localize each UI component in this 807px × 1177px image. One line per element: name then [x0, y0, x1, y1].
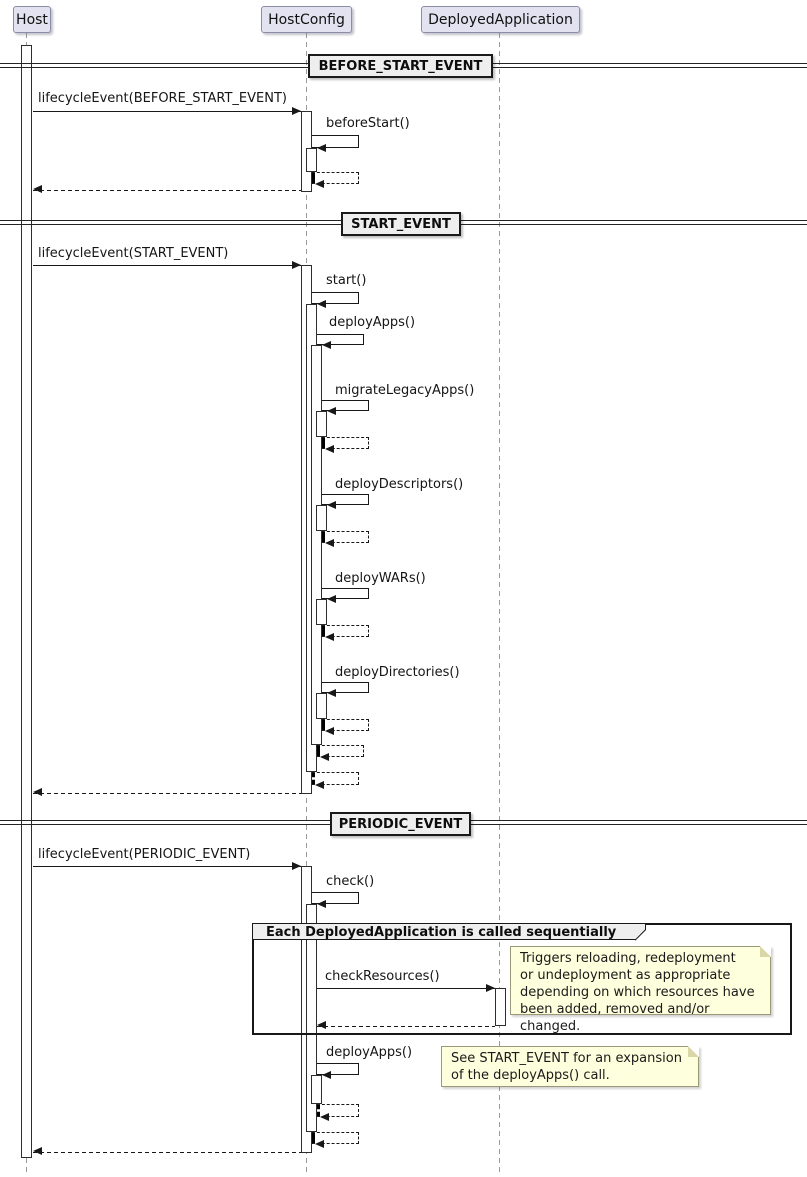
message-label-start: start()	[326, 273, 367, 288]
arrowhead-icon	[327, 407, 336, 415]
message-label-deploywars: deployWARs()	[335, 571, 426, 586]
message-label-beforestart: beforeStart()	[326, 116, 410, 131]
return-arrow	[33, 788, 301, 796]
arrowhead-icon	[325, 727, 334, 735]
self-return-arrow	[312, 1132, 359, 1148]
self-return-arrow	[317, 745, 364, 761]
return-arrow	[33, 185, 301, 193]
message-label-checkresources: checkResources()	[325, 969, 440, 984]
arrowhead-icon	[322, 1071, 331, 1079]
self-call-arrow	[312, 292, 359, 308]
activation-bar	[316, 505, 327, 531]
arrowhead-icon	[317, 300, 326, 308]
self-call-arrow	[322, 494, 369, 509]
message-arrow	[317, 984, 495, 992]
self-return-arrow	[312, 772, 359, 789]
self-call-arrow	[322, 400, 369, 415]
self-call-arrow	[322, 588, 369, 603]
arrowhead-icon	[317, 900, 326, 908]
arrowhead-icon	[315, 781, 324, 789]
participant-deployedapplication: DeployedApplication	[421, 6, 580, 33]
self-call-arrow	[312, 892, 359, 908]
return-arrow	[317, 1021, 495, 1029]
message-arrow	[33, 107, 301, 115]
note-checkresources: Triggers reloading, redeployment or unde…	[510, 946, 771, 1034]
activation-bar	[306, 148, 317, 172]
arrowhead-icon	[325, 539, 334, 547]
self-call-arrow	[317, 334, 364, 349]
return-arrow	[33, 1147, 301, 1155]
participant-host-label: Host	[16, 11, 48, 28]
arrowhead-icon	[486, 984, 495, 992]
self-return-arrow	[312, 172, 359, 188]
activation-bar	[316, 599, 327, 625]
message-label-deployapps-periodic: deployApps()	[326, 1045, 413, 1060]
lifeline-deployedapplication	[499, 33, 500, 1172]
activation-bar-deployedapplication	[495, 988, 506, 1026]
self-return-arrow	[322, 531, 369, 547]
arrowhead-icon	[327, 689, 336, 697]
note-deployapps: See START_EVENT for an expansion of the …	[441, 1046, 699, 1087]
self-return-arrow	[317, 1104, 359, 1121]
activation-bar	[316, 411, 327, 437]
self-call-arrow	[317, 1063, 359, 1079]
lifeline-host	[26, 33, 27, 46]
arrowhead-icon	[327, 501, 336, 509]
participant-hostconfig-label: HostConfig	[268, 11, 345, 28]
arrowhead-icon	[292, 261, 301, 269]
activation-bar-host	[21, 45, 32, 1158]
arrowhead-icon	[33, 1147, 42, 1155]
message-label-deploydirectories: deployDirectories()	[335, 665, 460, 680]
arrowhead-icon	[315, 180, 324, 188]
divider-start-event: START_EVENT	[341, 212, 461, 236]
arrowhead-icon	[317, 144, 326, 152]
arrowhead-icon	[325, 445, 334, 453]
participant-hostconfig: HostConfig	[261, 6, 352, 33]
activation-bar	[306, 904, 317, 1132]
activation-bar	[316, 693, 327, 719]
message-arrow	[33, 261, 301, 269]
group-label: Each DeployedApplication is called seque…	[266, 925, 617, 940]
message-arrow	[33, 862, 301, 870]
arrowhead-icon	[292, 107, 301, 115]
participant-deployedapplication-label: DeployedApplication	[428, 11, 573, 28]
activation-bar	[311, 345, 322, 745]
self-call-arrow	[322, 682, 369, 697]
participant-host: Host	[13, 6, 51, 33]
arrowhead-icon	[33, 788, 42, 796]
message-label-deploydescriptors: deployDescriptors()	[335, 477, 464, 492]
lifeline-host	[26, 1158, 27, 1172]
arrowhead-icon	[320, 753, 329, 761]
self-return-arrow	[322, 625, 369, 641]
activation-bar	[311, 1075, 322, 1104]
arrowhead-icon	[322, 341, 331, 349]
arrowhead-icon	[315, 1140, 324, 1148]
message-label-deployapps: deployApps()	[329, 315, 416, 330]
arrowhead-icon	[33, 185, 42, 193]
arrowhead-icon	[317, 1021, 326, 1029]
message-label-migratelegacyapps: migrateLegacyApps()	[335, 383, 475, 398]
divider-before-start-event: BEFORE_START_EVENT	[308, 54, 493, 78]
self-call-arrow	[312, 135, 359, 152]
self-return-arrow	[322, 719, 369, 735]
message-label-lifecycle-before: lifecycleEvent(BEFORE_START_EVENT)	[38, 91, 287, 106]
divider-periodic-event: PERIODIC_EVENT	[330, 812, 471, 836]
message-label-lifecycle-periodic: lifecycleEvent(PERIODIC_EVENT)	[38, 847, 251, 862]
self-return-arrow	[322, 437, 369, 453]
message-label-check: check()	[326, 874, 375, 889]
message-label-lifecycle-start: lifecycleEvent(START_EVENT)	[38, 246, 229, 261]
arrowhead-icon	[292, 862, 301, 870]
arrowhead-icon	[327, 595, 336, 603]
arrowhead-icon	[320, 1113, 329, 1121]
arrowhead-icon	[325, 633, 334, 641]
